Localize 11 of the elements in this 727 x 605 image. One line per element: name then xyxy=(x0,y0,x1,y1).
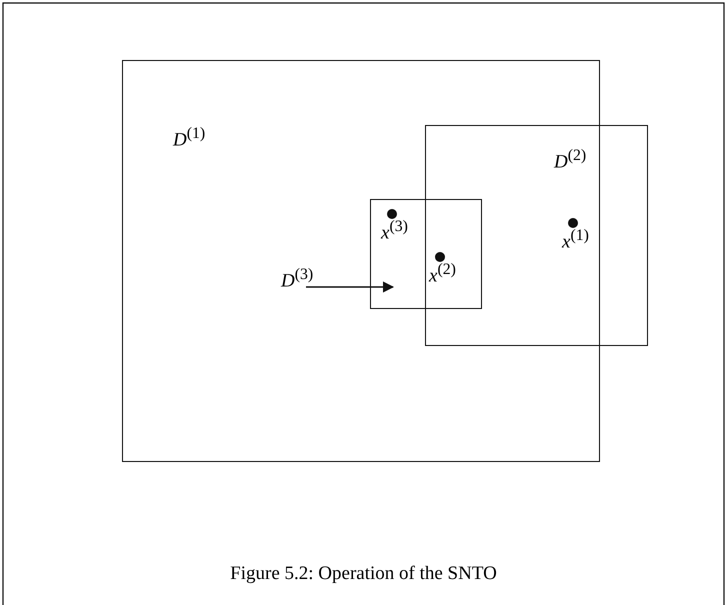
arrow xyxy=(306,281,394,293)
region-label: D$^{(2)}$ xyxy=(554,148,586,172)
figure-caption: Figure 5.2: Operation of the SNTO xyxy=(230,563,497,584)
region-box xyxy=(370,199,482,309)
point-label: x$^{(3)}$ xyxy=(381,219,408,242)
point-label: x$^{(2)}$ xyxy=(429,262,456,286)
point-label: x$^{(1)}$ xyxy=(562,228,589,252)
region-label: D$^{(1)}$ xyxy=(173,126,206,150)
region-box xyxy=(425,125,648,346)
region-label: D$^{(3)}$ xyxy=(281,267,314,290)
region-box xyxy=(122,60,600,462)
